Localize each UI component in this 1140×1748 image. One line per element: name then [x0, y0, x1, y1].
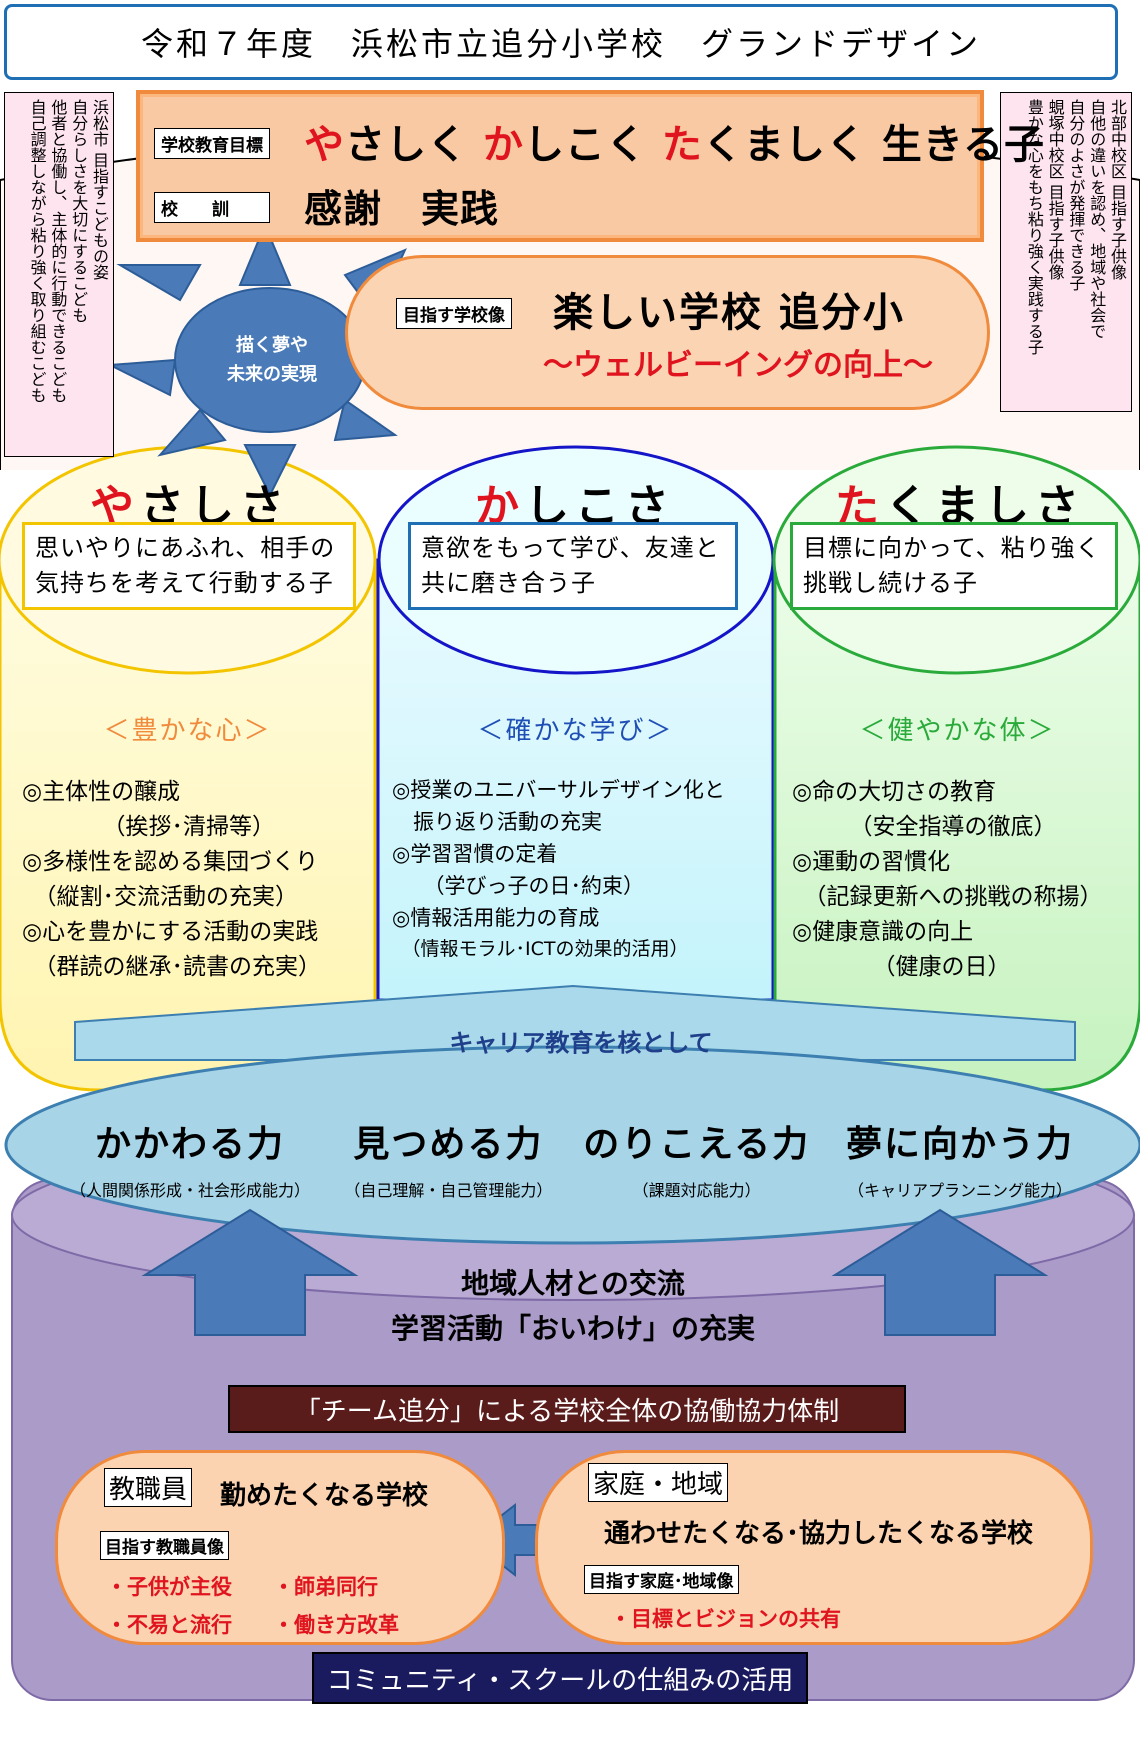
powers-row: かかわる力 （人間関係形成・社会形成能力） 見つめる力 （自己理解・自己管理能力…	[60, 1115, 1090, 1201]
power-sub: （人間関係形成・社会形成能力）	[69, 1181, 310, 1200]
pillar-desc-line: 目標に向かって、粘り強く	[803, 534, 1101, 562]
pillar-desc-yasashisa: 思いやりにあふれ、相手の 気持ちを考えて行動する子	[22, 522, 356, 610]
school-image-subtitle: ～ウェルビーイングの向上～	[543, 348, 933, 383]
staff-title: 勤めたくなる学校	[220, 1481, 429, 1511]
power-sub: （キャリアプランニング能力）	[847, 1181, 1072, 1200]
pillar-item: ◎命の大切さの教育	[792, 779, 997, 805]
power-item: のりこえる力 （課題対応能力）	[577, 1115, 817, 1201]
up-arrow-right	[831, 1208, 1049, 1336]
school-image-title: 楽しい学校 追分小	[553, 290, 905, 336]
school-image-ellipse: 目指す学校像 楽しい学校 追分小 ～ウェルビーイングの向上～	[345, 255, 990, 410]
power-sub: （課題対応能力）	[632, 1181, 761, 1200]
pillar-desc-line: 気持ちを考えて行動する子	[35, 568, 334, 597]
pillar-item: （安全指導の徹底）	[792, 813, 1057, 840]
up-arrow-left	[141, 1208, 359, 1336]
pillar-desc-line: 挑戦し続ける子	[803, 568, 978, 597]
pillar-items-yasashisa: ◎主体性の醸成 （挨拶･清掃等） ◎多様性を認める集団づくり （縦割･交流活動の…	[22, 775, 321, 985]
pillar-sub-kashikosa: ＜確かな学び＞	[477, 716, 674, 746]
left-note-line: 自分らしさを大切にするこども	[69, 99, 89, 323]
goal-text-part: くましく 生きる子	[702, 122, 1046, 168]
sun-text-line: 未来の実現	[227, 363, 317, 385]
school-motto: 感謝 実践	[304, 187, 500, 231]
pillar-item: ◎運動の習慣化	[792, 848, 951, 875]
staff-ellipse: 教職員 勤めたくなる学校 目指す教職員像 ・子供が主役 ・師弟同行 ・不易と流行…	[55, 1450, 505, 1645]
power-sub: （自己理解・自己管理能力）	[344, 1181, 553, 1200]
pillar-items-takumashisa: ◎命の大切さの教育 （安全指導の徹底） ◎運動の習慣化 （記録更新への挑戦の称揚…	[792, 775, 1103, 985]
pillar-item: ◎主体性の醸成	[22, 779, 181, 805]
staff-item: ・子供が主役	[106, 1575, 232, 1599]
district-child-vision: 北部中校区 目指す子供像 自他の違いを認め、地域や社会で 自分のよさが発揮できる…	[1000, 92, 1132, 412]
power-name: かかわる力	[94, 1124, 285, 1165]
pillar-item: （群読の継承･読書の充実）	[22, 953, 321, 980]
motto-label: 校 訓	[154, 192, 270, 223]
pillar-item: （学びっ子の日･約束）	[392, 873, 644, 898]
school-image-label: 目指す学校像	[396, 298, 512, 329]
power-item: かかわる力 （人間関係形成・社会形成能力）	[60, 1115, 320, 1201]
community-school-bar: コミュニティ・スクールの仕組みの活用	[312, 1652, 808, 1704]
power-item: 夢に向かう力 （キャリアプランニング能力）	[830, 1115, 1090, 1201]
staff-item: ・不易と流行	[106, 1613, 232, 1637]
right-note-line: 豊かな心をもち粘り強く実践する子	[1024, 99, 1044, 355]
staff-item: ・師弟同行	[273, 1575, 378, 1599]
pillar-desc-line: 思いやりにあふれ、相手の	[35, 534, 336, 562]
sun-text: 描く夢や 未来の実現	[212, 332, 332, 390]
pillar-desc-kashikosa: 意欲をもって学び、友達と 共に磨き合う子	[408, 522, 738, 610]
left-note-line: 自己調整しながら粘り強く取り組むこども	[27, 99, 47, 403]
goal-text: やさしく かしこく たくましく 生きる子	[304, 112, 1045, 170]
pillar-sub-takumashisa: ＜健やかな体＞	[859, 716, 1056, 746]
power-name: のりこえる力	[583, 1124, 811, 1165]
team-bar: 「チーム追分」による学校全体の協働協力体制	[228, 1385, 906, 1433]
community-line: 地域人材との交流	[461, 1267, 685, 1300]
family-sub: 目指す家庭･地域像	[584, 1565, 739, 1594]
goal-text-part: さしく	[345, 122, 483, 168]
pillar-desc-line: 共に磨き合う子	[421, 568, 596, 597]
family-title: 通わせたくなる･協力したくなる学校	[604, 1519, 1034, 1549]
sun-graphic	[106, 222, 444, 498]
pillar-item: ◎心を豊かにする活動の実践	[22, 918, 319, 945]
right-note-line: 北部中校区 目指す子供像	[1108, 99, 1127, 281]
pillar-item: 振り返り活動の充実	[392, 809, 602, 834]
power-item: 見つめる力 （自己理解・自己管理能力）	[333, 1115, 563, 1201]
powers-ellipse	[4, 1045, 1140, 1245]
staff-item: ・働き方改革	[273, 1613, 399, 1637]
pillar-item: （縦割･交流活動の充実）	[22, 883, 298, 910]
community-text: 地域人材との交流 学習活動「おいわけ」の充実	[300, 1262, 846, 1352]
pillar-item: （記録更新への挑戦の称揚）	[792, 883, 1103, 910]
pillar-desc-line: 意欲をもって学び、友達と	[421, 534, 720, 562]
goal-text-part: しこく	[523, 122, 662, 168]
right-note-line: 自他の違いを認め、地域や社会で	[1087, 99, 1107, 339]
power-name: 夢に向かう力	[845, 1124, 1074, 1165]
pillar-sub-yasashisa: ＜豊かな心＞	[103, 716, 272, 746]
right-note-line: 蜆塚中校区 目指す子供像	[1045, 99, 1065, 281]
school-goal-box: 学校教育目標 やさしく かしこく たくましく 生きる子 校 訓 感謝 実践	[136, 90, 1044, 242]
pillar-desc-takumashisa: 目標に向かって、粘り強く 挑戦し続ける子	[790, 522, 1118, 610]
community-line: 学習活動「おいわけ」の充実	[390, 1311, 755, 1345]
left-note-line: 他者と協働し、主体的に行動できるこども	[48, 99, 68, 403]
pillar-items-kashikosa: ◎授業のユニバーサルデザイン化と 振り返り活動の充実 ◎学習習慣の定着 （学びっ…	[392, 775, 725, 963]
page-title: 令和７年度 浜松市立追分小学校 グランドデザイン	[4, 4, 1118, 80]
left-note-line: 浜松市 目指すこどもの姿	[90, 99, 109, 281]
goal-text-part: た	[661, 122, 703, 168]
pillar-item: ◎授業のユニバーサルデザイン化と	[392, 778, 725, 802]
staff-sub: 目指す教職員像	[100, 1531, 229, 1560]
power-name: 見つめる力	[353, 1124, 544, 1165]
pillar-item: ◎多様性を認める集団づくり	[22, 848, 319, 875]
hamamatsu-child-vision: 浜松市 目指すこどもの姿 自分らしさを大切にするこども 他者と協働し、主体的に行…	[4, 92, 114, 457]
goal-label: 学校教育目標	[154, 128, 270, 159]
right-note-line: 自分のよさが発揮できる子	[1066, 99, 1086, 291]
goal-text-part: か	[482, 122, 524, 168]
family-item: ・目標とビジョンの共有	[610, 1607, 841, 1631]
staff-tag: 教職員	[104, 1468, 193, 1507]
pillar-item: （情報モラル･ICTの効果的活用）	[392, 937, 689, 960]
family-ellipse: 家庭・地域 通わせたくなる･協力したくなる学校 目指す家庭･地域像 ・目標とビジ…	[535, 1450, 1093, 1645]
pillar-item: ◎学習習慣の定着	[392, 841, 558, 866]
career-label: キャリア教育を核として	[449, 1029, 713, 1057]
family-tag: 家庭・地域	[588, 1463, 729, 1502]
pillar-item: （挨拶･清掃等）	[22, 813, 275, 840]
sun-text-line: 描く夢や	[236, 335, 308, 356]
pillar-item: ◎健康意識の向上	[792, 918, 974, 945]
pillar-item: ◎情報活用能力の育成	[392, 905, 600, 930]
goal-text-part: や	[304, 122, 345, 168]
pillar-item: （健康の日）	[792, 953, 1011, 980]
